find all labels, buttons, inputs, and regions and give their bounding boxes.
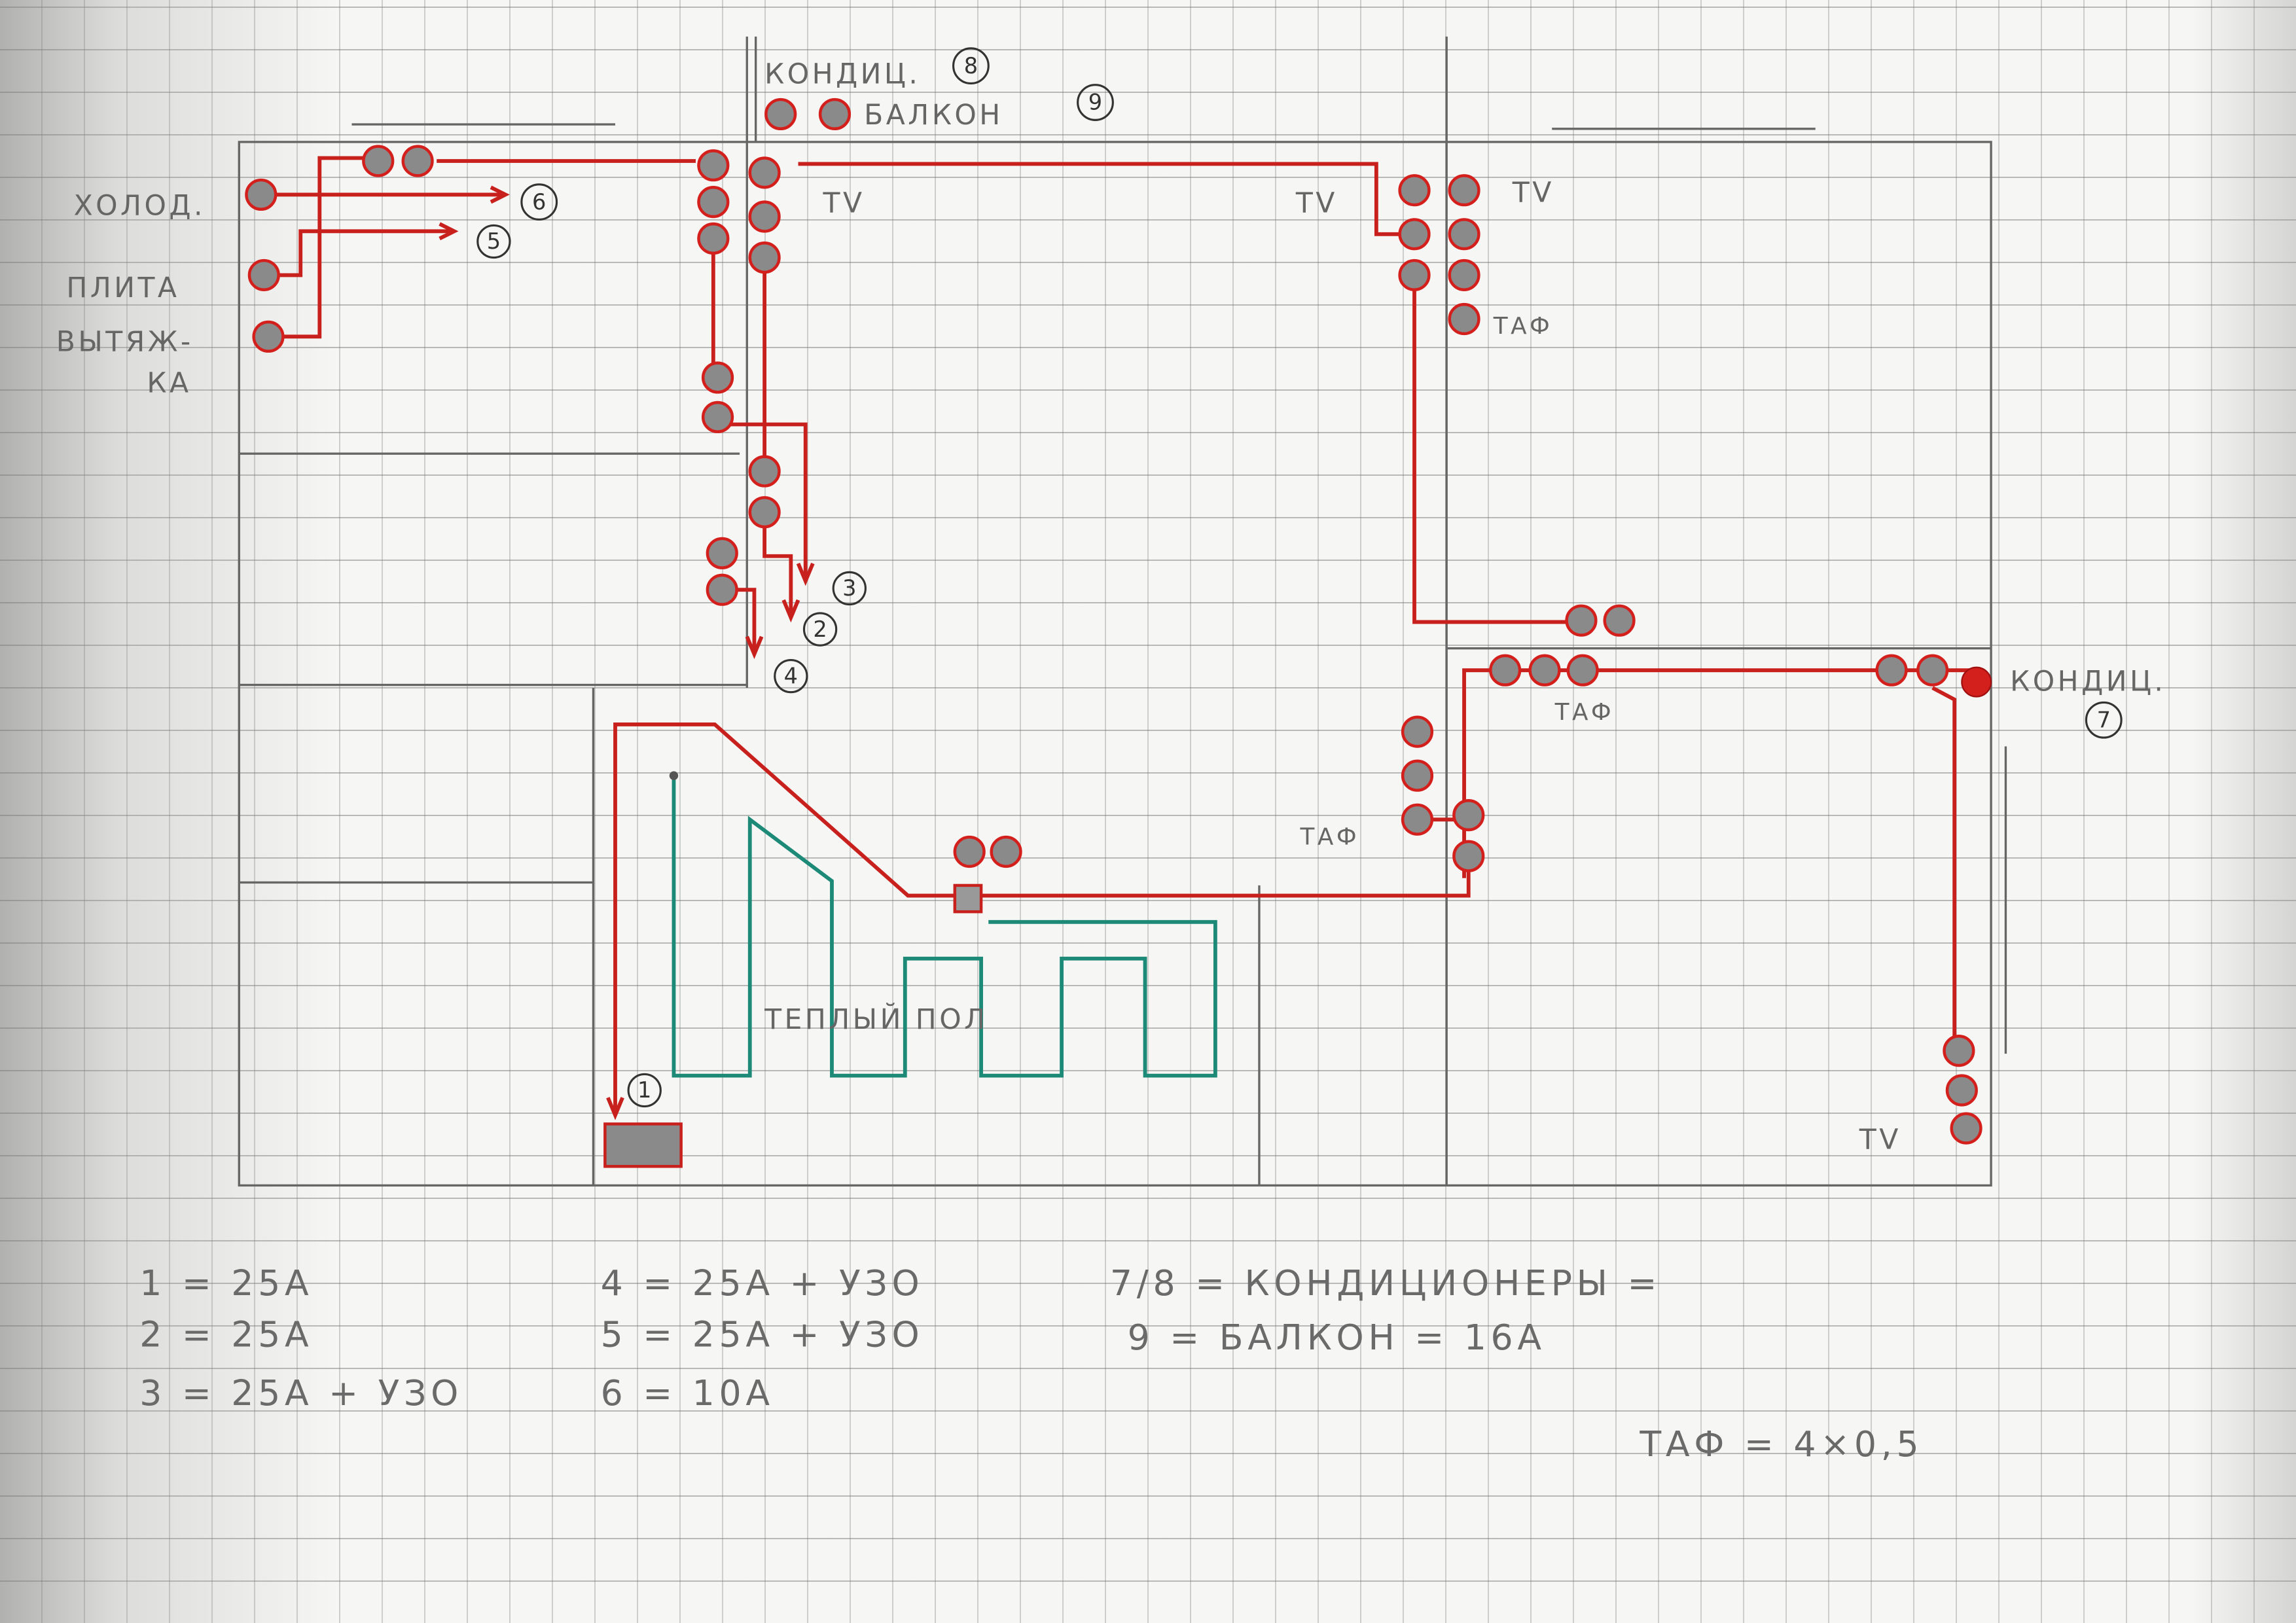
socket (1875, 654, 1908, 687)
circuit-5: 5 (487, 228, 501, 254)
legend-line: 3 = 25А + УЗО (139, 1372, 463, 1414)
socket (706, 537, 738, 569)
circuit-1: 1 (637, 1077, 651, 1103)
socket (1565, 604, 1598, 637)
socket (748, 156, 781, 189)
socket (953, 835, 986, 868)
legend-line: 6 = 10А (601, 1372, 774, 1414)
socket-balcony (818, 98, 852, 131)
legend-line: ТАФ = 4×0,5 (1639, 1423, 1923, 1465)
socket-fridge (245, 178, 278, 211)
label-fridge: ХОЛОД. (74, 190, 206, 223)
label-tv: TV (1512, 177, 1554, 209)
socket (1401, 759, 1434, 792)
socket-stove (247, 259, 280, 292)
socket-taf (1448, 302, 1480, 336)
socket-ac8 (764, 98, 797, 131)
socket (1398, 174, 1431, 207)
circuit-9: 9 (1088, 90, 1102, 115)
socket-taf (1566, 654, 1599, 687)
label-hood-1: ВЫТЯЖ- (56, 327, 194, 359)
label-taf: ТАФ (1493, 313, 1553, 340)
label-ac7: КОНДИЦ. (2010, 666, 2166, 698)
legend-line: 4 = 25А + УЗО (601, 1262, 924, 1304)
socket-tv (1950, 1112, 1982, 1145)
legend-line: 9 = БАЛКОН = 16А (1128, 1317, 1546, 1358)
heating-thermostat-box (953, 883, 983, 914)
socket (1452, 840, 1485, 872)
electrical-panel-box (603, 1122, 683, 1168)
socket (697, 149, 730, 182)
circuit-3: 3 (842, 575, 856, 601)
socket (1916, 654, 1949, 687)
legend-line: 2 = 25А (139, 1313, 313, 1355)
circuit-4: 4 (784, 663, 798, 688)
legend-line: 1 = 25А (139, 1262, 313, 1304)
socket (706, 573, 738, 606)
socket (1943, 1035, 1975, 1067)
label-taf: ТАФ (1554, 699, 1615, 726)
socket-ac7 (1961, 666, 1992, 698)
circuit-number-circles: 1 2 3 4 5 6 8 9 7 (476, 47, 2123, 1108)
socket (990, 835, 1022, 868)
legend: 1 = 25А 2 = 25А 3 = 25А + УЗО 4 = 25А + … (139, 1262, 1923, 1465)
socket (1603, 604, 1636, 637)
socket-tv (1448, 174, 1480, 207)
socket (1398, 259, 1431, 292)
socket-taf (1401, 803, 1434, 836)
socket (1528, 654, 1561, 687)
socket (1401, 715, 1434, 748)
socket (748, 496, 781, 529)
socket (748, 455, 781, 488)
socket (697, 222, 730, 255)
label-hood-2: КА (147, 367, 191, 399)
labels: ХОЛОД. ПЛИТА ВЫТЯЖ- КА КОНДИЦ. БАЛКОН TV… (56, 58, 2166, 1156)
socket (401, 145, 434, 177)
label-ac8: КОНДИЦ. (764, 58, 920, 90)
outer-wall (238, 141, 1992, 1187)
socket (697, 186, 730, 219)
socket (701, 401, 734, 433)
socket (1448, 218, 1480, 251)
circuit-7: 7 (2097, 707, 2111, 732)
circuit-6: 6 (532, 189, 546, 215)
socket (1452, 798, 1485, 832)
label-tv: TV (1859, 1124, 1901, 1156)
socket (1945, 1074, 1978, 1107)
legend-line: 5 = 25А + УЗО (601, 1313, 924, 1355)
socket (701, 361, 734, 394)
floor-heating-loop (669, 771, 1217, 1078)
walls (238, 36, 2007, 1187)
label-stove: ПЛИТА (66, 272, 179, 304)
socket-hood (252, 320, 285, 353)
socket (748, 200, 781, 233)
label-taf: ТАФ (1300, 823, 1360, 850)
sockets (245, 98, 1992, 1168)
socket (362, 145, 395, 177)
label-balcony: БАЛКОН (864, 99, 1003, 132)
circuit-8: 8 (964, 53, 978, 79)
socket (748, 241, 781, 274)
label-tv: TV (823, 187, 865, 219)
socket (1398, 218, 1431, 251)
label-tv: TV (1295, 187, 1338, 219)
legend-line: 7/8 = КОНДИЦИОНЕРЫ = (1110, 1262, 1661, 1304)
circuit-2: 2 (813, 616, 827, 642)
label-floor-heating: ТЕПЛЫЙ ПОЛ (764, 1003, 988, 1036)
socket (1448, 259, 1480, 292)
socket (1489, 654, 1522, 687)
wiring (260, 156, 1977, 1120)
